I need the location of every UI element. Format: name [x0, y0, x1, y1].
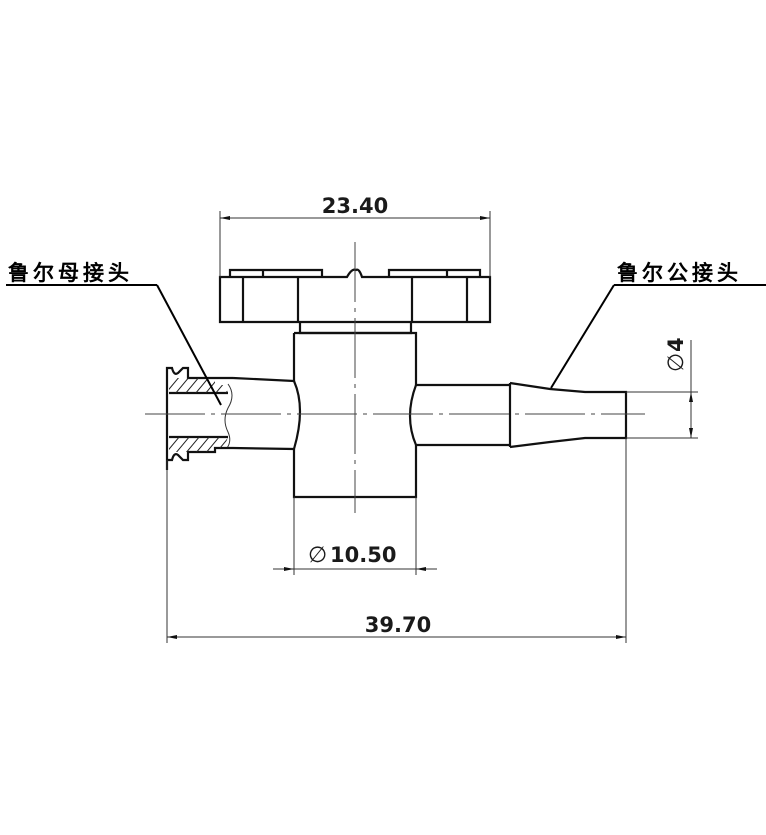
label-male-luer: 鲁尔公接头: [617, 260, 742, 285]
female-luer-connector: [165, 366, 295, 470]
male-luer-connector: [416, 381, 628, 449]
callout-male-luer: 鲁尔公接头: [550, 260, 766, 389]
center-lines: [145, 242, 645, 513]
dimension-value-10-50: 10.50: [330, 543, 396, 567]
label-female-luer: 鲁尔母接头: [8, 260, 133, 285]
dimension-overall-length: 39.70: [166, 438, 627, 643]
dimension-body-diameter: ∅ 10.50: [273, 497, 437, 575]
valve-handle: [218, 268, 492, 335]
dimension-handle-width: 23.40: [219, 194, 491, 277]
callout-female-luer: 鲁尔母接头: [6, 260, 222, 406]
diameter-symbol-icon: ∅: [664, 353, 689, 372]
dimension-tip-diameter: ∅ 4: [626, 337, 698, 439]
dimension-value-23-40: 23.40: [322, 194, 388, 218]
dimension-value-4: 4: [664, 337, 688, 352]
diameter-symbol-icon: ∅: [308, 543, 327, 568]
dimension-value-39-70: 39.70: [365, 613, 431, 637]
